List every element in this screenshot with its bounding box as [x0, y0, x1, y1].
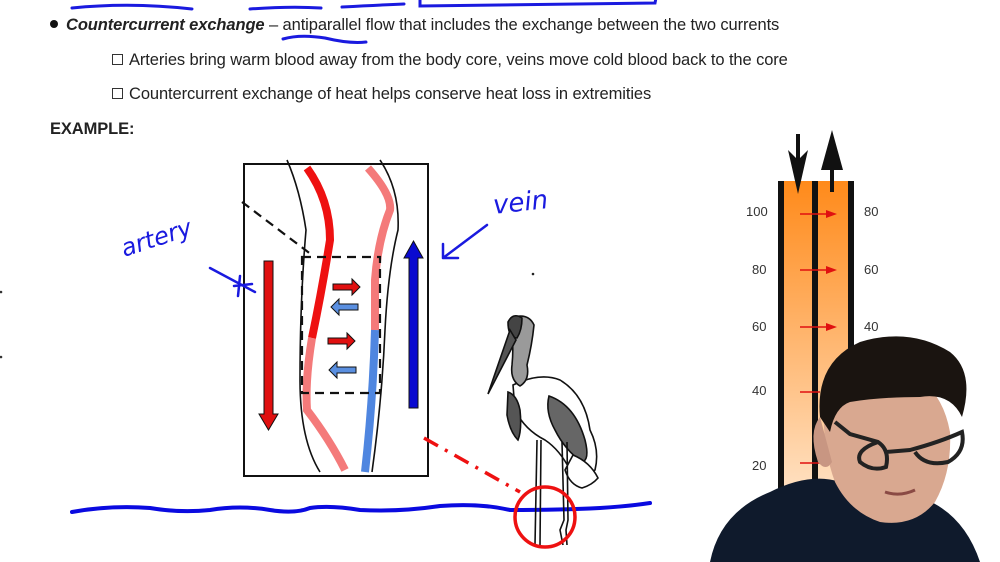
- heat-arrow-right-1: [332, 277, 361, 297]
- heat-arrow-right-2: [327, 331, 356, 351]
- temp-left-40: 40: [752, 383, 767, 398]
- checkbox-bullet-icon: [112, 54, 123, 65]
- temp-right-60: 60: [864, 262, 879, 277]
- sub-bullet-conserve: Countercurrent exchange of heat helps co…: [112, 85, 651, 104]
- underlined-word: antiparallel: [282, 16, 362, 34]
- example-heading: EXAMPLE:: [50, 120, 135, 138]
- checkbox-bullet-icon: [112, 88, 123, 99]
- temp-left-60: 60: [752, 319, 767, 334]
- heat-arrow-left-1: [330, 297, 359, 317]
- sub-bullet-arteries: Arteries bring warm blood away from the …: [112, 51, 788, 70]
- leg-highlight-circle: [513, 485, 577, 549]
- stork-illustration: [487, 314, 599, 546]
- temp-right-80: 80: [864, 204, 879, 219]
- vein-annotation: vein: [491, 185, 550, 221]
- heat-arrow-left-2: [328, 360, 357, 380]
- term-countercurrent: Countercurrent exchange: [66, 16, 265, 34]
- temp-right-40: 40: [864, 319, 879, 334]
- presenter-webcam: [710, 336, 980, 562]
- temp-left-100: 100: [746, 204, 768, 219]
- bullet-dot-icon: [50, 20, 58, 28]
- temp-left-80: 80: [752, 262, 767, 277]
- temp-left-20: 20: [752, 458, 767, 473]
- bullet-countercurrent: Countercurrent exchange – antiparallel f…: [50, 16, 779, 35]
